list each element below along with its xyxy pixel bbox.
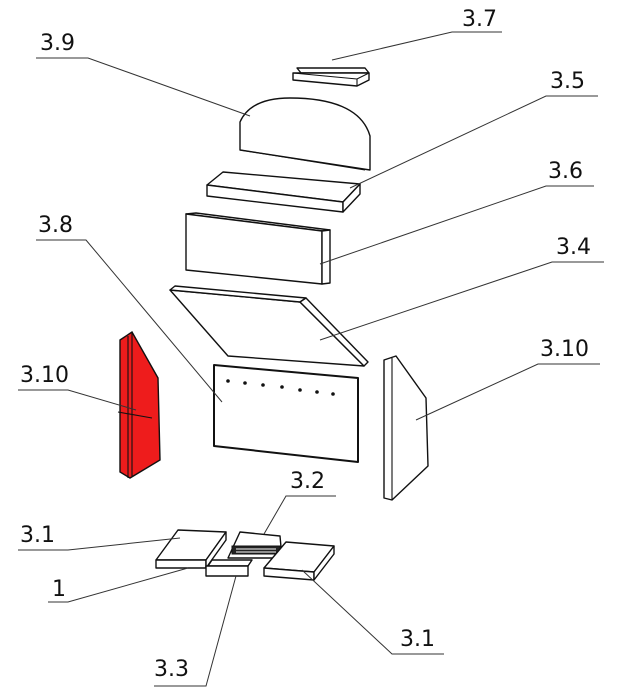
part-3-3[interactable]	[205, 559, 253, 577]
part-3-10-left-highlighted[interactable]	[117, 330, 161, 479]
part-3-1-right[interactable]	[263, 541, 335, 581]
highlight-face	[119, 330, 161, 479]
label-3-2: 3.2	[290, 469, 325, 494]
part-3-5[interactable]	[206, 171, 361, 213]
part-3-6[interactable]	[185, 212, 331, 285]
part-3-9[interactable]	[239, 97, 371, 171]
label-3-9: 3.9	[40, 31, 75, 56]
leader-lines	[18, 31, 604, 687]
part-3-4[interactable]	[169, 285, 369, 367]
label-3-5: 3.5	[550, 69, 585, 94]
label-3-3: 3.3	[154, 657, 189, 682]
part-3-8[interactable]	[213, 364, 359, 463]
label-3-1-left: 3.1	[20, 523, 55, 548]
label-3-8: 3.8	[38, 213, 73, 238]
part-labels: 3.7 3.9 3.5 3.6 3.8 3.4 3.10 3.10 3.2 3.…	[20, 7, 591, 682]
part-3-7[interactable]	[292, 67, 370, 87]
label-1: 1	[52, 577, 66, 602]
part-3-10-right[interactable]	[383, 355, 429, 501]
label-3-6: 3.6	[548, 159, 583, 184]
label-3-10-left: 3.10	[20, 363, 69, 388]
label-3-1-right: 3.1	[400, 627, 435, 652]
part-3-2-grate[interactable]	[227, 531, 283, 559]
label-3-7: 3.7	[462, 7, 497, 32]
hole-row	[226, 379, 335, 396]
label-3-10-right: 3.10	[540, 337, 589, 362]
label-3-4: 3.4	[556, 235, 591, 260]
